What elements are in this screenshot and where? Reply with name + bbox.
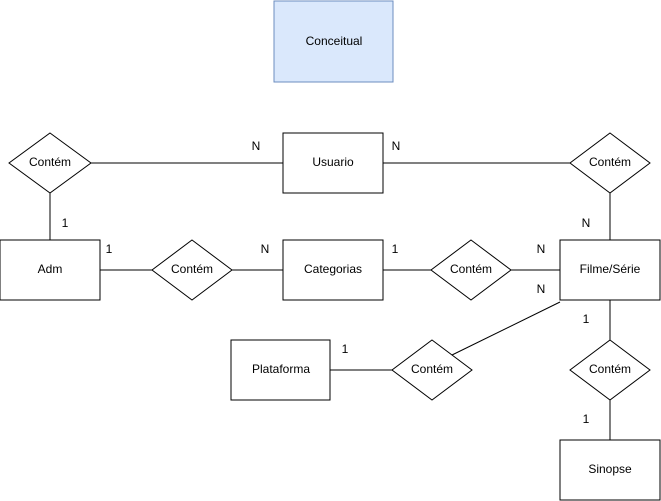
diagram-title: Conceitual	[306, 34, 363, 48]
cardinality-filme-bottom: 1	[583, 312, 590, 326]
connectors	[49, 162, 611, 440]
relationship-categorias-filme-label: Contém	[450, 262, 492, 276]
cardinality-sinopse-top: 1	[583, 412, 590, 426]
cardinality-usuario-left: N	[252, 139, 261, 153]
entity-filme-serie-label: Filme/Série	[580, 262, 641, 276]
cardinality-filme-left: N	[537, 242, 546, 256]
relationship-adm-categorias-label: Contém	[171, 262, 213, 276]
entity-plataforma: Plataforma	[230, 339, 331, 401]
relationship-filme-sinopse-label: Contém	[589, 362, 631, 376]
relationship-adm-usuario-label: Contém	[29, 155, 71, 169]
entity-adm: Adm	[0, 239, 101, 301]
entity-categorias: Categorias	[282, 239, 384, 301]
entity-usuario: Usuario	[282, 132, 384, 194]
cardinality-adm-right: 1	[106, 242, 113, 256]
cardinality-categorias-right: 1	[392, 242, 399, 256]
entity-adm-label: Adm	[38, 262, 63, 276]
relationship-plataforma-filme-label: Contém	[411, 362, 453, 376]
entity-sinopse: Sinopse	[559, 439, 661, 501]
relationship-categorias-filme: Contém	[430, 239, 512, 301]
relationship-usuario-filme-label: Contém	[589, 155, 631, 169]
cardinality-categorias-left: N	[261, 242, 270, 256]
cardinality-plataforma-right: 1	[342, 342, 349, 356]
entity-sinopse-label: Sinopse	[588, 462, 632, 476]
relationship-plataforma-filme: Contém	[391, 339, 473, 401]
relationship-adm-usuario: Contém	[8, 132, 92, 194]
entity-plataforma-label: Plataforma	[252, 362, 310, 376]
cardinality-adm-top: 1	[62, 216, 69, 230]
relationship-usuario-filme: Contém	[569, 132, 651, 194]
cardinality-usuario-right: N	[392, 139, 401, 153]
cardinality-filme-top: N	[582, 216, 591, 230]
edge-rel5-filme	[451, 301, 561, 356]
entity-categorias-label: Categorias	[304, 262, 362, 276]
cardinality-labels: N N 1 1 N 1 N N N 1 1 1	[62, 139, 591, 426]
cardinality-filme-left-low: N	[537, 282, 546, 296]
entity-filme-serie: Filme/Série	[559, 239, 661, 301]
relationship-filme-sinopse: Contém	[569, 339, 651, 401]
entity-usuario-label: Usuario	[312, 155, 354, 169]
relationship-adm-categorias: Contém	[151, 239, 233, 301]
diagram-title-box: Conceitual	[273, 0, 394, 83]
